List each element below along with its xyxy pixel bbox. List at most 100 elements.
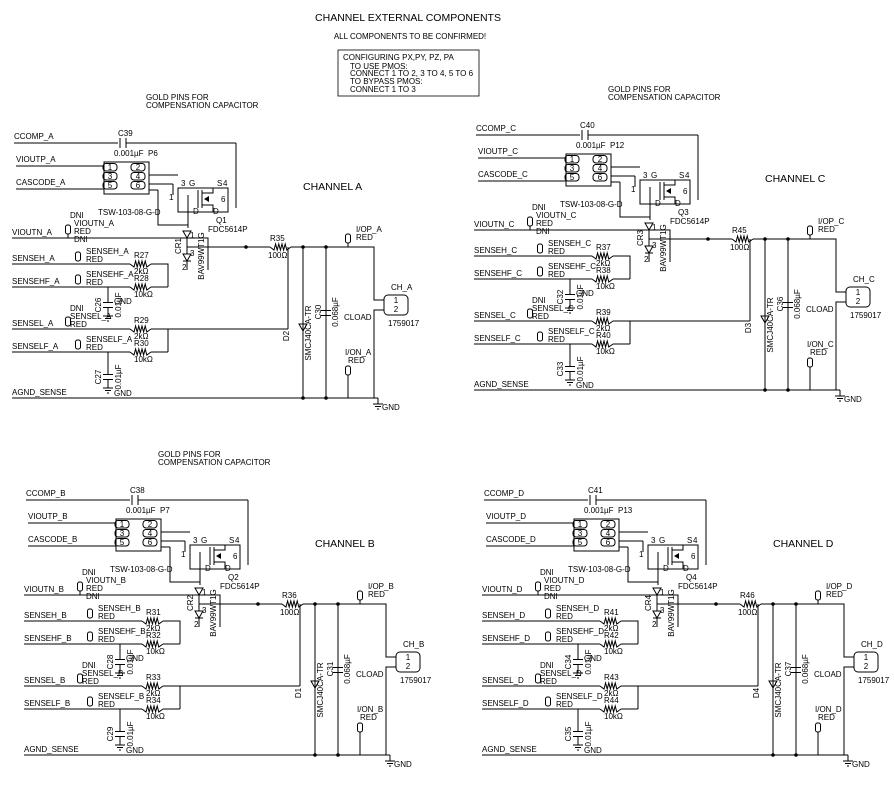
- mosfet-pin-number: 4: [685, 171, 690, 180]
- gnd-label: GND: [584, 746, 602, 755]
- channel-title: CHANNEL D: [773, 538, 834, 550]
- senself-net-label: SENSELF_B: [24, 699, 70, 708]
- output-capacitor-value: 0.068µF: [343, 654, 352, 684]
- gnd-label: GND: [584, 654, 602, 663]
- resistor-ref: R37: [596, 243, 611, 252]
- senself-net-label: SENSELF_A: [12, 342, 59, 351]
- capacitor-value: 0.01µF: [126, 649, 135, 674]
- header-pin-number: 3: [120, 529, 125, 538]
- config-note-line: CONNECT 1 TO 2, 3 TO 4, 5 TO 6: [350, 69, 474, 78]
- compensation-capacitor-ref: C39: [118, 129, 133, 138]
- wire: [619, 182, 650, 218]
- mosfet-pin-d: D: [193, 207, 199, 216]
- header-pin-number: 5: [108, 181, 113, 190]
- wire: [835, 301, 846, 390]
- senself-testpoint-color: RED: [86, 343, 103, 352]
- mosfet-pin-number: 6: [691, 552, 696, 561]
- mosfet-source: [202, 188, 214, 194]
- iop-label: I/OP_C: [818, 217, 844, 226]
- header-pin-number: 2: [598, 155, 603, 164]
- mosfet-arrow: [666, 188, 671, 194]
- gnd-label: GND: [576, 381, 594, 390]
- header-pin-number: 1: [570, 155, 575, 164]
- wire: [151, 328, 169, 352]
- mosfet-pin-number: 3: [643, 171, 648, 180]
- diode-part: BAV99WT1G: [197, 232, 206, 279]
- resistor-value: 2kΩ: [134, 267, 148, 276]
- mosfet-pin-s: S: [217, 179, 222, 188]
- output-connector: [395, 651, 421, 673]
- mosfet-package: [647, 544, 699, 570]
- resistor-ref: R39: [596, 308, 611, 317]
- diode-ref: CR3: [636, 229, 645, 246]
- resistor-ref: R40: [596, 331, 611, 340]
- mosfet-pin-number: 4: [693, 536, 698, 545]
- diode-pin: 2: [194, 620, 199, 629]
- mosfet-ref: Q3: [678, 208, 689, 217]
- mosfet-ref: Q1: [216, 216, 227, 225]
- senself-testpoint: [87, 696, 93, 707]
- senseh-net-label: SENSEH_B: [24, 611, 67, 620]
- capacitor-value: 0.01µF: [114, 292, 123, 317]
- resistor-symbol: [281, 599, 304, 609]
- wire: [613, 255, 631, 279]
- pin-header-ref: P12: [610, 141, 625, 150]
- gnd-label: GND: [126, 654, 144, 663]
- mosfet-pin-s: S: [229, 536, 234, 545]
- dni-label: DNI: [536, 227, 550, 236]
- ion-label: I/ON_B: [357, 705, 383, 714]
- resistor-value: 10kΩ: [134, 290, 153, 299]
- gnd-label: GND: [844, 395, 862, 404]
- ion-testpoint: [807, 357, 813, 368]
- connector-ref: CH_B: [403, 640, 424, 649]
- sensel-testpoint: [535, 673, 541, 684]
- channel-title: CHANNEL C: [765, 173, 826, 185]
- sensel-testpoint-color: RED: [82, 677, 99, 686]
- iop-label: I/OP_A: [356, 225, 382, 234]
- header-pin-number: 1: [120, 520, 125, 529]
- pin-header-part: TSW-103-08-G-D: [110, 565, 173, 574]
- tvs-ref: D1: [294, 687, 303, 698]
- net-label-vioutp: VIOUTP_C: [478, 147, 518, 156]
- pin-header-body: [573, 518, 620, 552]
- resistor-ref: R29: [134, 316, 149, 325]
- diode-pin: 3: [190, 249, 195, 258]
- iop-testpoint: [357, 590, 363, 601]
- pin-header-part: TSW-103-08-G-D: [560, 200, 623, 209]
- header-pin: [600, 520, 616, 529]
- senseh-testpoint: [545, 608, 551, 619]
- connector-part: 1759017: [850, 311, 882, 320]
- header-pin: [142, 538, 158, 547]
- pin-header-ref: P13: [618, 506, 633, 515]
- header-pin: [130, 163, 146, 172]
- header-pin: [102, 181, 118, 190]
- output-capacitor-ref: C37: [784, 661, 793, 676]
- ion-label: I/ON_A: [345, 348, 372, 357]
- senseh-testpoint: [537, 243, 543, 254]
- senseh-testpoint-color: RED: [548, 247, 565, 256]
- mosfet-package: [189, 544, 241, 570]
- mosfet-drain: [214, 561, 226, 569]
- senself-testpoint-name: SENSELF_D: [556, 692, 603, 701]
- mosfet-pin-number: 3: [193, 536, 198, 545]
- mosfet-part: FDC5614P: [220, 582, 260, 591]
- gnd-label: GND: [576, 289, 594, 298]
- connector-ref: CH_C: [853, 275, 875, 284]
- resistor-symbol: [599, 616, 622, 626]
- mosfet-arrow: [216, 553, 221, 559]
- senseh-net-label: SENSEH_A: [12, 254, 55, 263]
- resistor-ref: R42: [604, 631, 619, 640]
- resistor-symbol: [591, 339, 614, 349]
- sensel-testpoint-color: RED: [540, 677, 557, 686]
- capacitor-ref: C34: [564, 654, 573, 669]
- compensation-capacitor-value: 0.001µF: [114, 149, 144, 158]
- violtn-net-label: VIOUTN_B: [24, 585, 64, 594]
- mosfet-pin-d: D: [655, 199, 661, 208]
- sensel-testpoint-name: SENSEL_C: [532, 304, 574, 313]
- header-pin: [572, 538, 588, 547]
- resistor-value: 10kΩ: [146, 647, 165, 656]
- diode-pin: 2: [182, 263, 187, 272]
- ion-color: RED: [360, 713, 377, 722]
- senseh-testpoint: [75, 251, 81, 262]
- net-label-cascode: CASCODE_A: [16, 178, 66, 187]
